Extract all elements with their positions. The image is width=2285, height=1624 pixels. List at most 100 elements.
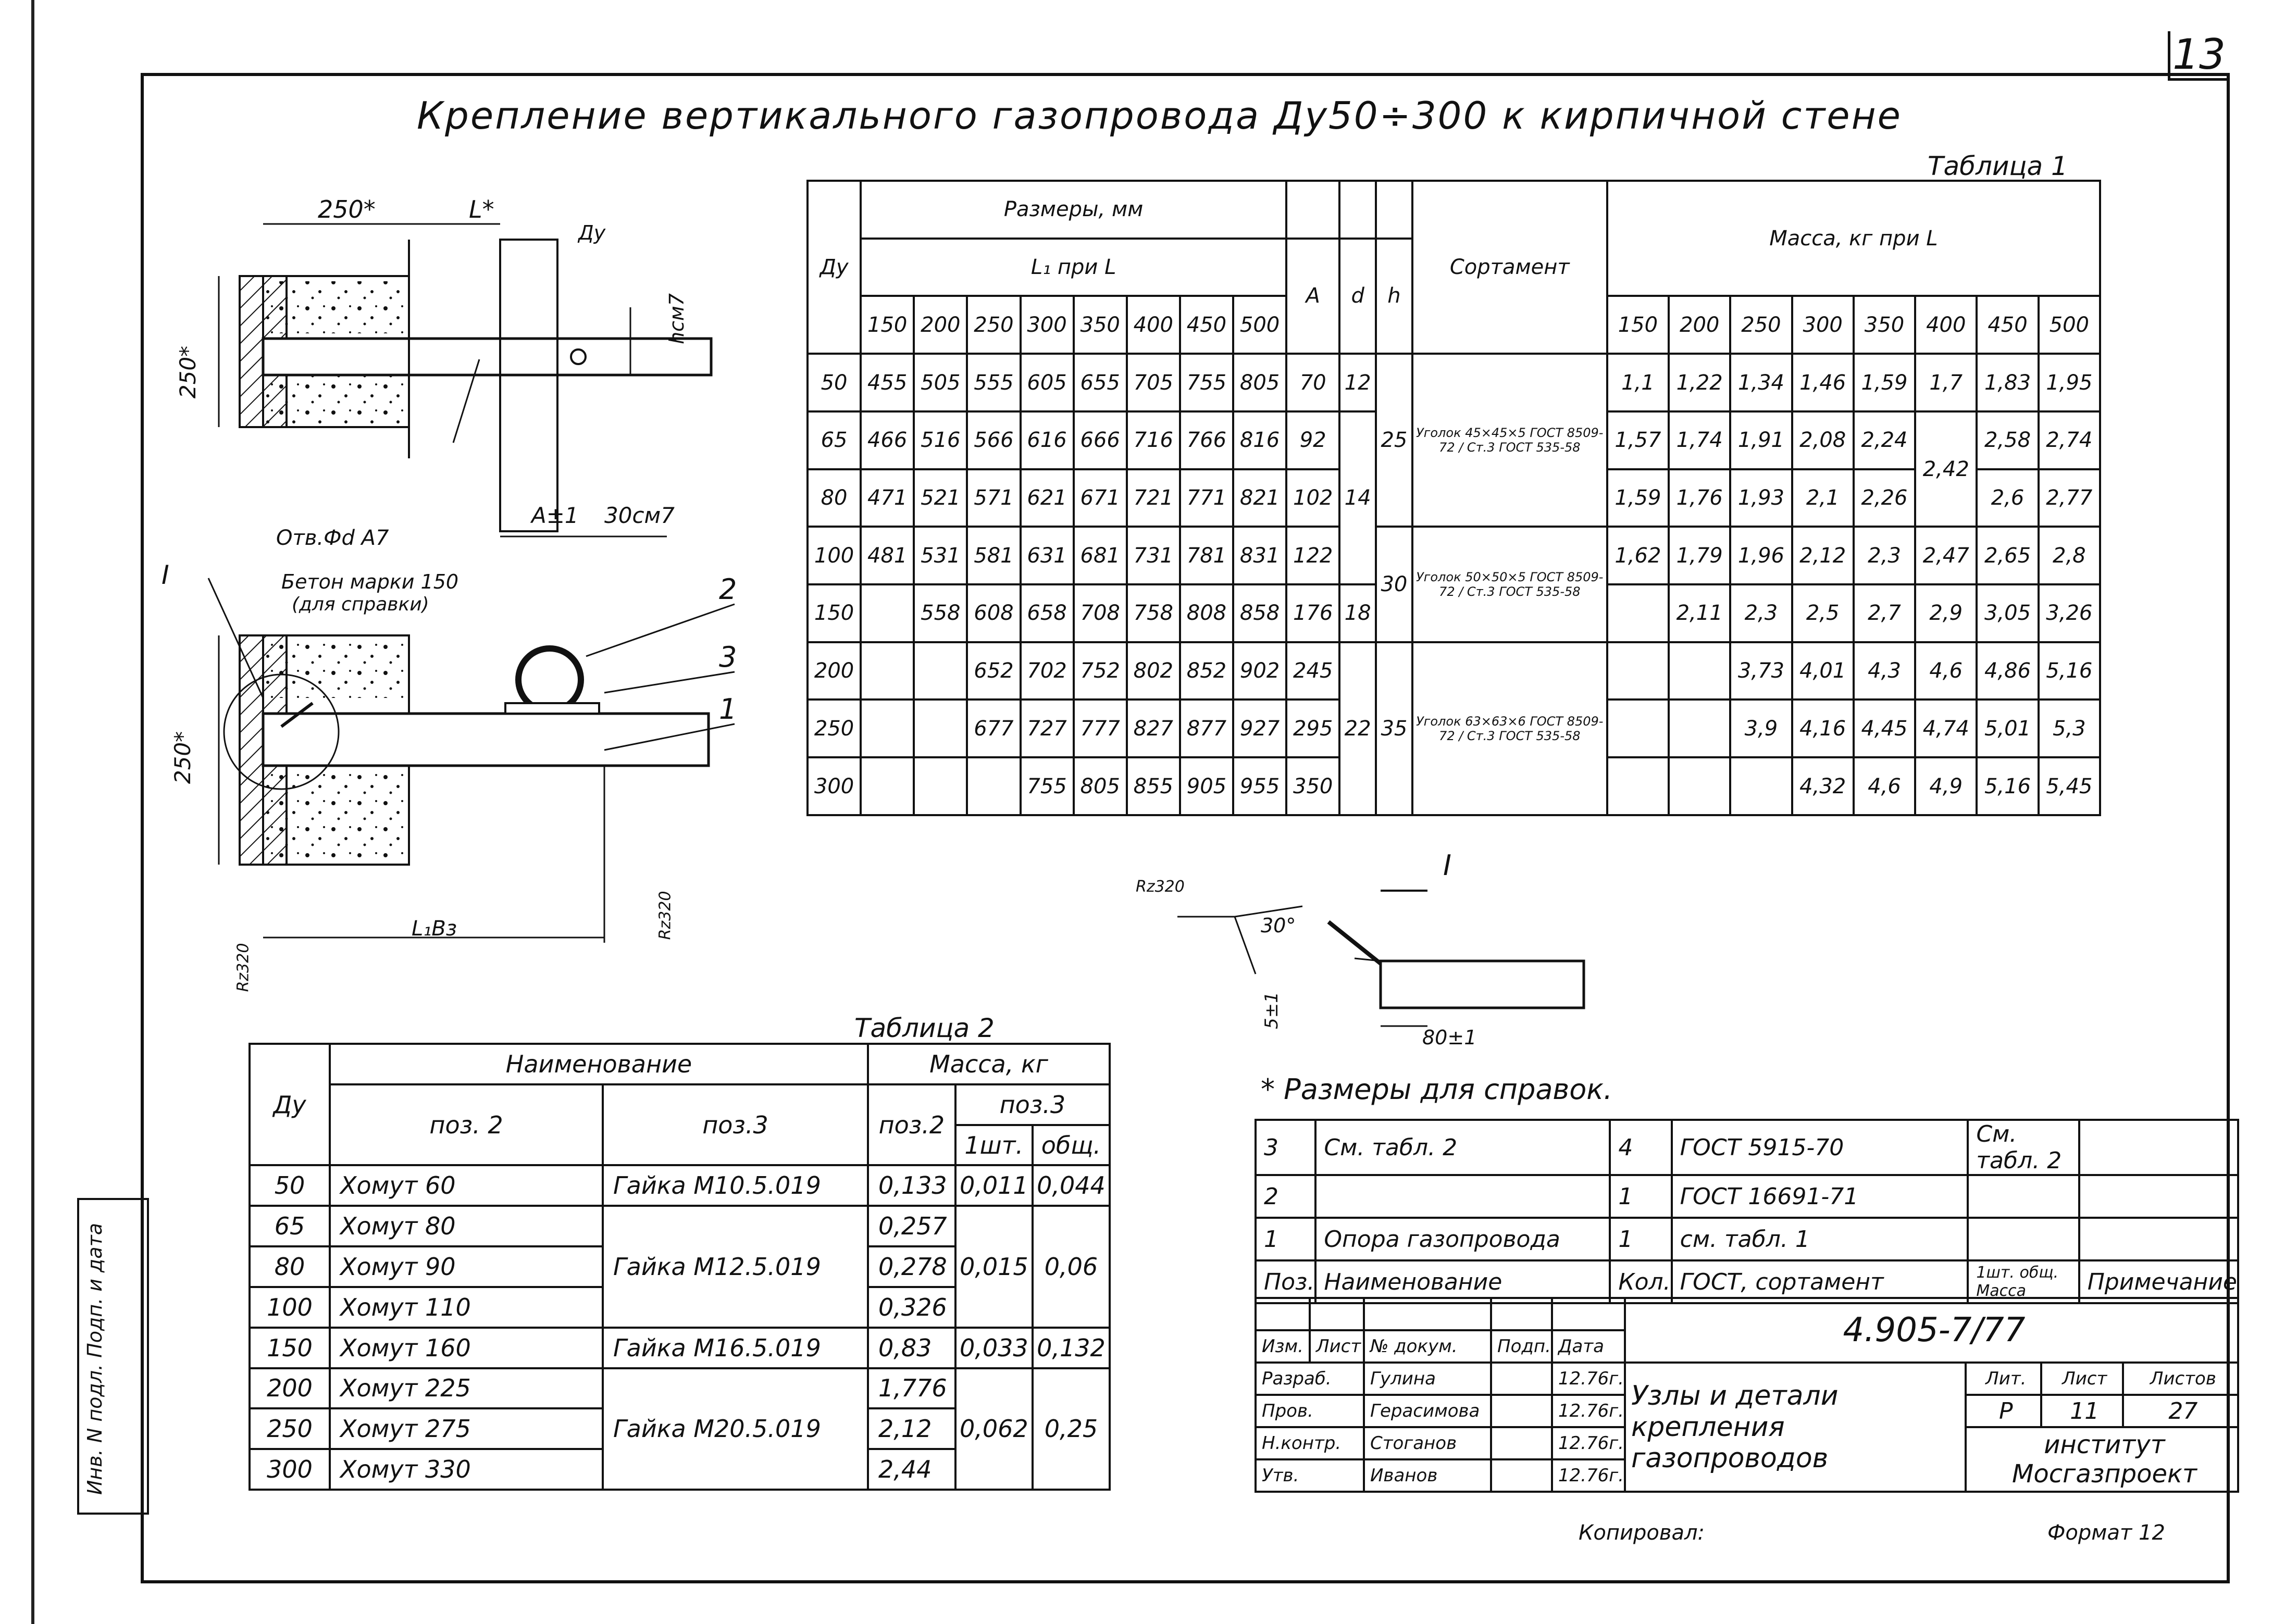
date-2: 12.76г. xyxy=(1550,1426,1626,1460)
t1-mass: 1,83 xyxy=(1976,353,2040,413)
t1-l1: 571 xyxy=(966,468,1022,528)
t1-mass: 2,58 xyxy=(1976,410,2040,470)
t1-du: 50 xyxy=(806,353,862,413)
t1-mass: 4,9 xyxy=(1914,756,1978,816)
dim-250-lower: 250* xyxy=(170,731,196,784)
table1-caption: Таблица 1 xyxy=(1928,151,2068,181)
t1-l1 xyxy=(966,756,1022,816)
t1-l1: 808 xyxy=(1178,583,1235,643)
t1-l1: 481 xyxy=(860,526,915,586)
t1-l1 xyxy=(913,641,968,701)
t1-l1: 466 xyxy=(860,410,915,470)
t2-1sht: 0,062 xyxy=(954,1367,1034,1491)
t1-head-du: Ду xyxy=(806,179,862,355)
t2-poz3: Гайка М16.5.019 xyxy=(602,1326,869,1369)
t1-mass: 4,86 xyxy=(1976,641,2040,701)
spec-kol: 1 xyxy=(1609,1174,1673,1219)
table-2: Ду Наименование Масса, кг поз. 2 поз.3 п… xyxy=(249,1042,1111,1491)
t1-mass: 5,3 xyxy=(2037,698,2102,759)
t1-l1: 755 xyxy=(1178,353,1235,413)
spec-gost: ГОСТ 16691-71 xyxy=(1670,1174,1969,1219)
t2-mass-poz2: 0,326 xyxy=(867,1285,957,1329)
t1-l1: 777 xyxy=(1072,698,1128,759)
t1-mass: 2,65 xyxy=(1976,526,2040,586)
t1-l1: 631 xyxy=(1019,526,1075,586)
role-3: Утв. xyxy=(1255,1458,1365,1493)
t1-du: 300 xyxy=(806,756,862,816)
reference-note: * Размеры для справок. xyxy=(1261,1073,1613,1106)
t2-mass-poz2: 2,12 xyxy=(867,1407,957,1451)
t1-l1: 821 xyxy=(1232,468,1288,528)
spec-head-poz: Поз. xyxy=(1254,1259,1317,1304)
spec-poz: 3 xyxy=(1254,1119,1317,1176)
detail-marker-i: I xyxy=(162,560,169,590)
t2-head-mass: Масса, кг xyxy=(867,1043,1111,1085)
t1-mass: 1,59 xyxy=(1606,468,1670,528)
hole-label: Отв.Фd А7 xyxy=(276,526,389,550)
t1-mass: 1,74 xyxy=(1668,410,1732,470)
t1-mass: 2,24 xyxy=(1852,410,1917,470)
t1-a: 245 xyxy=(1285,641,1341,701)
t1-l1 xyxy=(913,756,968,816)
t1-mass: 2,26 xyxy=(1852,468,1917,528)
t1-l1: 802 xyxy=(1125,641,1181,701)
lit-value: Р xyxy=(1964,1394,2042,1428)
t1-mass-merged: 2,42 xyxy=(1914,410,1978,528)
t1-a: 70 xyxy=(1285,353,1341,413)
t1-l1: 927 xyxy=(1232,698,1288,759)
roughness-left: Rz320 xyxy=(234,943,253,992)
section-view xyxy=(207,578,735,943)
t1-mass: 1,91 xyxy=(1729,410,1793,470)
spec-name xyxy=(1314,1174,1611,1219)
t1-mass-len: 500 xyxy=(2037,295,2102,355)
dim-l1: L₁Вз xyxy=(412,917,457,941)
t1-l1: 727 xyxy=(1019,698,1075,759)
t1-mass: 5,16 xyxy=(2037,641,2102,701)
detail-5: 5±1 xyxy=(1261,992,1282,1029)
t1-l1: 877 xyxy=(1178,698,1235,759)
t1-l1: 555 xyxy=(966,353,1022,413)
t2-mass-poz2: 1,776 xyxy=(867,1367,957,1410)
t1-l1: 771 xyxy=(1178,468,1235,528)
t1-mass: 2,12 xyxy=(1791,526,1855,586)
list-value: 11 xyxy=(2040,1394,2124,1428)
t1-mass: 4,16 xyxy=(1791,698,1855,759)
t1-l1: 716 xyxy=(1125,410,1181,470)
t1-l1: 755 xyxy=(1019,756,1075,816)
t1-l1: 655 xyxy=(1072,353,1128,413)
t1-du: 100 xyxy=(806,526,862,586)
top-view xyxy=(218,223,713,538)
t1-mass xyxy=(1668,698,1732,759)
t1-l1 xyxy=(860,641,915,701)
t1-l1: 816 xyxy=(1232,410,1288,470)
t1-l1: 455 xyxy=(860,353,915,413)
t1-mass: 1,57 xyxy=(1606,410,1670,470)
t2-mass-poz2: 0,257 xyxy=(867,1205,957,1248)
t1-a: 350 xyxy=(1285,756,1341,816)
t2-poz3: Гайка М10.5.019 xyxy=(602,1164,869,1207)
t1-l1-len: 300 xyxy=(1019,295,1075,355)
outer-border-line xyxy=(31,0,34,1624)
detail-title-i: I xyxy=(1443,849,1451,882)
side-stamp-text: Инв. N подл. Подп. и дата xyxy=(83,1223,106,1495)
t1-mass: 5,16 xyxy=(1976,756,2040,816)
t2-head-poz2: поз. 2 xyxy=(329,1083,604,1167)
callout-pos-3: 3 xyxy=(719,641,737,673)
t1-mass-len: 350 xyxy=(1852,295,1917,355)
t2-poz2: Хомут 80 xyxy=(329,1205,604,1248)
t1-l1: 831 xyxy=(1232,526,1288,586)
t1-mass-len: 450 xyxy=(1976,295,2040,355)
spec-kol: 4 xyxy=(1609,1119,1673,1176)
t2-du: 300 xyxy=(249,1448,331,1491)
t1-mass: 1,76 xyxy=(1668,468,1732,528)
t1-l1: 581 xyxy=(966,526,1022,586)
t1-mass: 4,3 xyxy=(1852,641,1917,701)
t1-l1: 781 xyxy=(1178,526,1235,586)
t1-mass: 3,05 xyxy=(1976,583,2040,643)
side-stamp-box xyxy=(77,1198,149,1515)
t1-mass: 4,45 xyxy=(1852,698,1917,759)
name-0: Гулина xyxy=(1363,1361,1492,1396)
t1-mass: 1,46 xyxy=(1791,353,1855,413)
